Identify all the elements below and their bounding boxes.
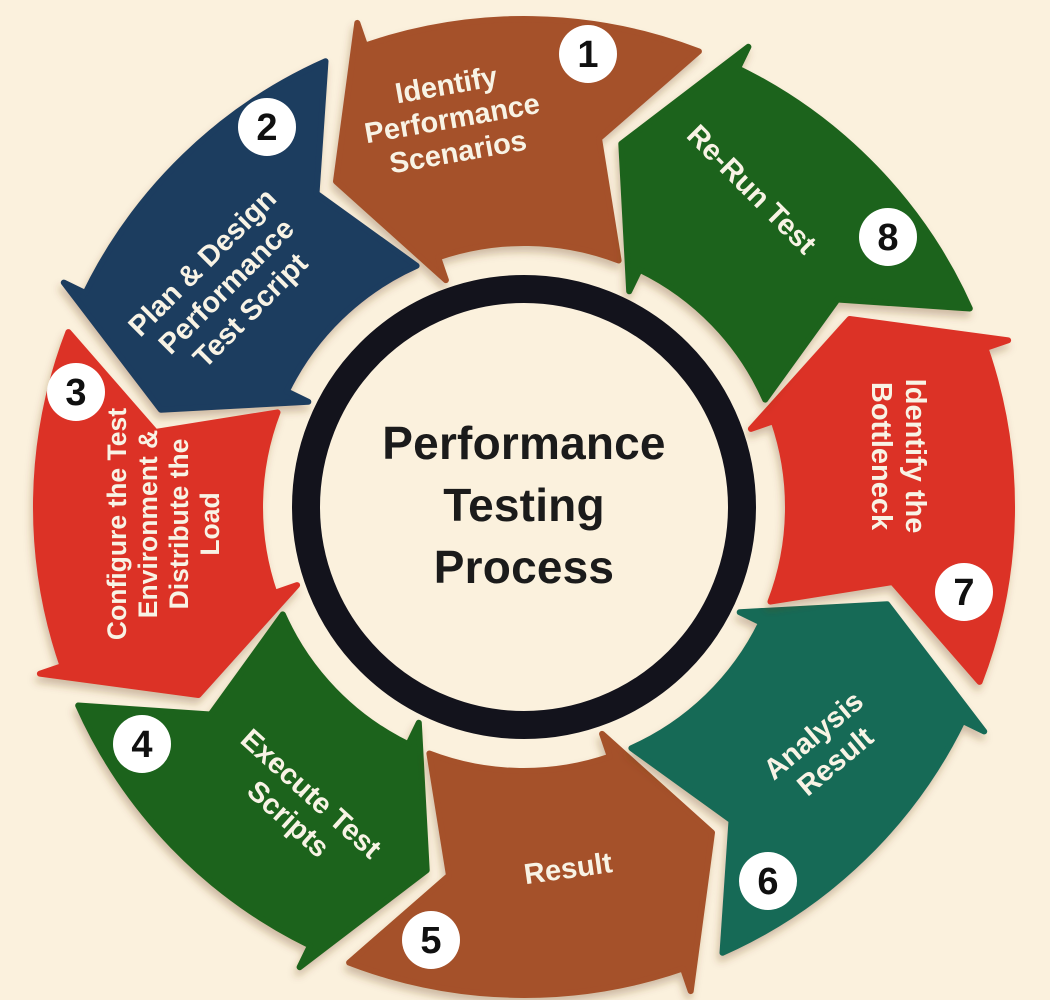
step-number-badge-7: 7 [935, 563, 993, 621]
svg-text:8: 8 [877, 217, 898, 259]
arrow-step-8 [618, 43, 973, 403]
step-number-badge-5: 5 [402, 911, 460, 969]
svg-text:1: 1 [577, 34, 598, 76]
badges-group: 1 2 3 4 5 6 7 8 [47, 25, 993, 969]
arrow-step-4 [75, 611, 430, 971]
step-number-badge-8: 8 [859, 208, 917, 266]
step-number-badge-4: 4 [113, 715, 171, 773]
arrow-step-6 [628, 601, 988, 956]
diagram-title: Performance Testing Process [382, 417, 666, 593]
center-circle [292, 275, 756, 739]
step-number-badge-2: 2 [238, 98, 296, 156]
step-number-badge-1: 1 [559, 25, 617, 83]
arrow-step-1 [333, 15, 702, 284]
arrow-label-3: Configure the TestEnvironment &Distribut… [102, 408, 225, 640]
arrow-label-7: Identify theBottleneck [865, 379, 931, 534]
arrow-step-3 [32, 329, 301, 698]
svg-text:5: 5 [420, 920, 441, 962]
svg-text:3: 3 [65, 372, 86, 414]
svg-text:6: 6 [757, 861, 778, 903]
arrow-step-2 [60, 58, 420, 413]
svg-text:7: 7 [953, 572, 974, 614]
svg-text:2: 2 [256, 107, 277, 149]
step-number-badge-6: 6 [739, 852, 797, 910]
svg-text:4: 4 [131, 724, 152, 766]
step-number-badge-3: 3 [47, 363, 105, 421]
